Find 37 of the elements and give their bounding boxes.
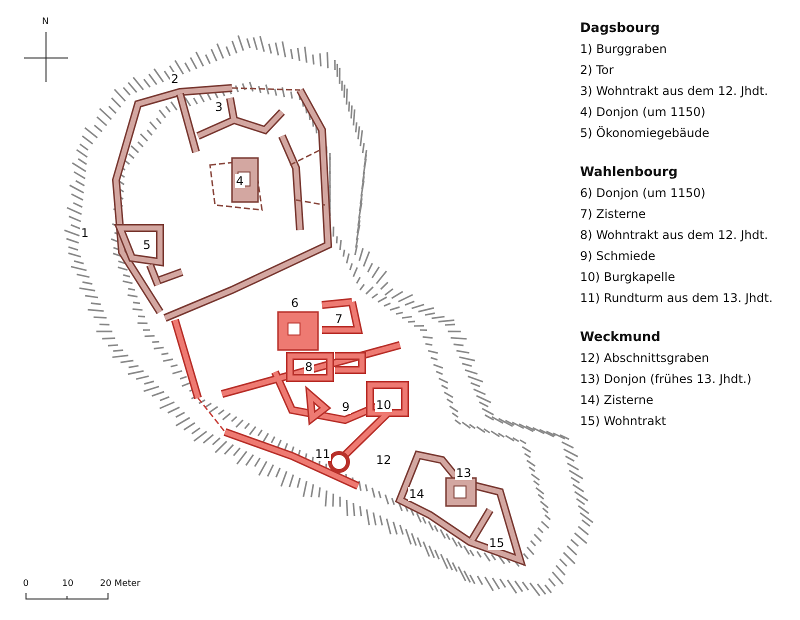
legend-heading: Weckmund xyxy=(580,331,660,344)
legend-item: 4) Donjon (um 1150) xyxy=(580,106,706,118)
compass-label: N xyxy=(42,18,49,27)
callout-number: 7 xyxy=(334,312,344,326)
callout-number: 12 xyxy=(375,453,392,467)
legend-heading: Dagsbourg xyxy=(580,22,660,35)
legend-item: 15) Wohntrakt xyxy=(580,415,666,427)
legend-item: 1) Burggraben xyxy=(580,43,667,55)
scale-label: 20 Meter xyxy=(100,580,140,589)
scale-label: 10 xyxy=(62,580,74,589)
callout-number: 4 xyxy=(235,174,245,188)
legend-item: 6) Donjon (um 1150) xyxy=(580,187,706,199)
callout-number: 14 xyxy=(408,487,426,501)
legend-item: 5) Ökonomiegebäude xyxy=(580,127,710,139)
legend-heading: Wahlenbourg xyxy=(580,166,678,179)
legend-item: 14) Zisterne xyxy=(580,394,654,406)
legend-item: 2) Tor xyxy=(580,64,614,76)
scale-label: 0 xyxy=(23,580,29,589)
callout-number: 6 xyxy=(290,296,300,310)
callout-number: 5 xyxy=(142,238,152,252)
legend-item: 10) Burgkapelle xyxy=(580,271,676,283)
legend-item: 13) Donjon (frühes 13. Jhdt.) xyxy=(580,373,752,385)
legend-item: 11) Rundturm aus dem 13. Jhdt. xyxy=(580,292,773,304)
legend-item: 9) Schmiede xyxy=(580,250,656,262)
legend-item: 3) Wohntrakt aus dem 12. Jhdt. xyxy=(580,85,768,97)
callout-number: 8 xyxy=(304,360,314,374)
callout-number: 2 xyxy=(170,72,180,86)
callout-number: 1 xyxy=(80,226,90,240)
callout-number: 13 xyxy=(455,466,472,480)
callout-number: 9 xyxy=(341,400,351,414)
callout-number: 11 xyxy=(314,447,332,461)
legend-item: 12) Abschnittsgraben xyxy=(580,352,710,364)
callout-number: 10 xyxy=(375,398,392,412)
legend-item: 7) Zisterne xyxy=(580,208,646,220)
callout-number: 3 xyxy=(214,100,224,114)
callout-number: 15 xyxy=(488,536,506,550)
legend-item: 8) Wohntrakt aus dem 12. Jhdt. xyxy=(580,229,768,241)
